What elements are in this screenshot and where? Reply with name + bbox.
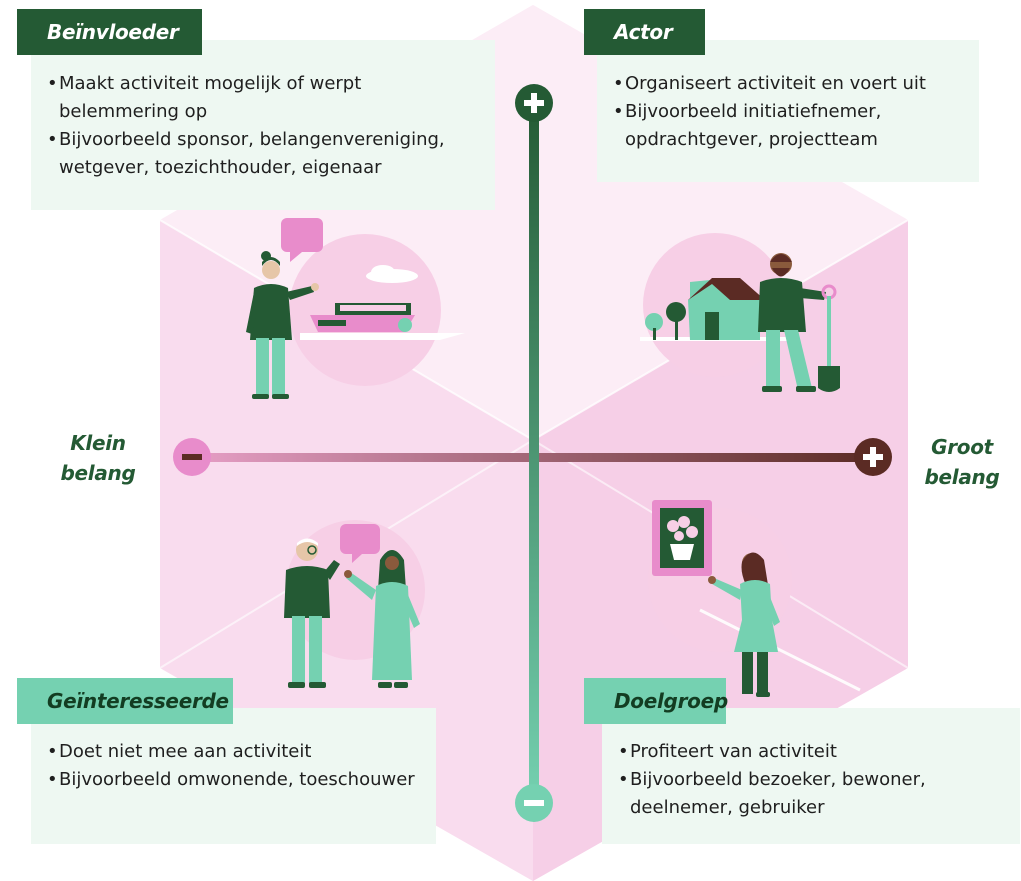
- actor-bullet: Bijvoorbeeld initiatiefnemer, opdrachtge…: [613, 98, 963, 154]
- target-group-bullet: Profiteert van activiteit: [618, 738, 1004, 766]
- low-interest-label-line2: belang: [60, 461, 136, 485]
- low-interest-label: Klein belang: [48, 428, 148, 488]
- actor-bullet: Organiseert activiteit en voert uit: [613, 70, 963, 98]
- influencer-bullets: Maakt activiteit mogelijk of werpt belem…: [47, 70, 479, 182]
- high-interest-label-line1: Groot: [931, 435, 993, 459]
- influencer-card: Maakt activiteit mogelijk of werpt belem…: [31, 40, 495, 210]
- actor-title: Actor: [584, 9, 705, 55]
- interested-bullet: Bijvoorbeeld omwonende, toeschouwer: [47, 766, 420, 794]
- influencer-bullet: Maakt activiteit mogelijk of werpt belem…: [47, 70, 479, 126]
- actor-illustration: [640, 253, 840, 392]
- influencer-title: Beïnvloeder: [17, 9, 202, 55]
- plus-icon: [515, 84, 553, 122]
- high-interest-label: Groot belang: [912, 432, 1012, 492]
- interested-bullet: Doet niet mee aan activiteit: [47, 738, 420, 766]
- influencer-bullet: Bijvoorbeeld sponsor, belangenvereniging…: [47, 126, 479, 182]
- interested-card: Doet niet mee aan activiteit Bijvoorbeel…: [31, 708, 436, 844]
- target-group-illustration: [652, 500, 861, 697]
- interested-title: Geïnteresseerde: [17, 678, 233, 724]
- influencer-illustration: [246, 218, 465, 399]
- target-group-bullet: Bijvoorbeeld bezoeker, bewoner, deelneme…: [618, 766, 1004, 822]
- vertical-axis: [529, 100, 539, 805]
- horizontal-axis: [181, 453, 875, 462]
- high-interest-label-line2: belang: [924, 465, 1000, 489]
- plus-icon: [854, 438, 892, 476]
- interested-bullets: Doet niet mee aan activiteit Bijvoorbeel…: [47, 738, 420, 794]
- target-group-bullets: Profiteert van activiteit Bijvoorbeeld b…: [618, 738, 1004, 822]
- target-group-card: Profiteert van activiteit Bijvoorbeeld b…: [602, 708, 1020, 844]
- minus-icon: [173, 438, 211, 476]
- interested-illustration: [284, 524, 420, 688]
- actor-bullets: Organiseert activiteit en voert uit Bijv…: [613, 70, 963, 154]
- target-group-title: Doelgroep: [584, 678, 728, 724]
- actor-card: Organiseert activiteit en voert uit Bijv…: [597, 40, 979, 182]
- minus-icon: [515, 784, 553, 822]
- low-interest-label-line1: Klein: [70, 431, 126, 455]
